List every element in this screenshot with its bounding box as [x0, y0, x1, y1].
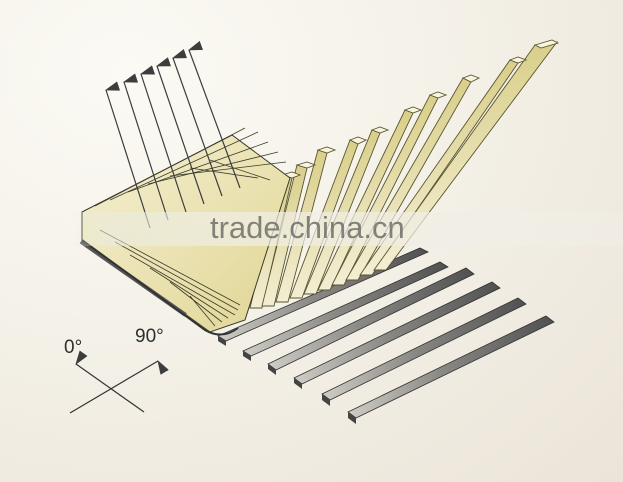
- orientation-legend: [69, 350, 169, 414]
- radiation-arrows: [104, 40, 241, 229]
- watermark-text: trade.china.cn: [210, 210, 405, 245]
- bar-3: [267, 267, 475, 375]
- bar-6: [347, 315, 555, 424]
- bar-4: [293, 281, 501, 389]
- horizontal-bars: [217, 247, 555, 424]
- arrow-6: [187, 40, 241, 189]
- orientation-label-90: 90°: [135, 326, 164, 347]
- ninety-degree-arrow-icon: [69, 359, 169, 414]
- arrow-5: [171, 49, 223, 197]
- arrow-4: [155, 57, 205, 205]
- vertical-strips: [249, 39, 560, 309]
- arrow-3: [139, 65, 187, 213]
- zero-degree-arrow-icon: [75, 350, 145, 413]
- orientation-label-0: 0°: [64, 337, 83, 358]
- arrow-1: [104, 81, 151, 229]
- watermark-band: [70, 212, 623, 246]
- bar-5: [321, 297, 527, 406]
- bar-2: [242, 261, 449, 361]
- arrow-2: [122, 73, 169, 221]
